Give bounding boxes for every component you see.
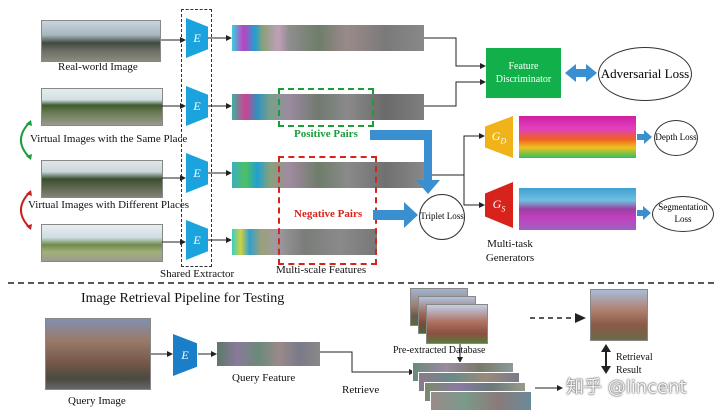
encoder-4-symbol: E <box>193 232 201 247</box>
database-label: Pre-extracted Database <box>393 345 486 356</box>
database-image-3 <box>426 304 488 344</box>
query-feature-strip <box>217 342 320 366</box>
query-image <box>45 318 151 390</box>
same-place-bracket <box>20 121 31 159</box>
multitask-generators-label: Multi-task Generators <box>485 238 535 264</box>
multiscale-features-label: Multi-scale Features <box>276 264 367 276</box>
watermark: 知乎 @lincent <box>566 377 687 398</box>
virtual-photo-3 <box>41 224 163 262</box>
shared-extractor-box <box>181 9 212 267</box>
feature-strip-3 <box>232 162 424 188</box>
query-feature-label: Query Feature <box>232 372 296 384</box>
encoder-3: E <box>186 153 208 193</box>
adversarial-loss-text: Adversarial Loss <box>600 65 690 81</box>
feature-discriminator-text: Feature Discriminator <box>495 60 552 86</box>
real-world-label: Real-world Image <box>58 61 138 73</box>
retrieval-result-image <box>590 289 648 341</box>
gd-symbol: GD <box>491 128 507 146</box>
segmentation-loss-text: Segmentation Loss <box>658 202 708 224</box>
database-feature-4 <box>430 391 532 411</box>
feature-strip-2 <box>232 94 424 120</box>
different-places-label: Virtual Images with Different Places <box>28 199 190 211</box>
real-world-photo <box>41 20 161 62</box>
positive-pairs-box <box>278 88 374 127</box>
encoder-1-symbol: E <box>193 30 201 45</box>
encoder-3-symbol: E <box>193 165 201 180</box>
gs-symbol: GS <box>492 196 506 214</box>
testing-title: Image Retrieval Pipeline for Testing <box>81 291 285 306</box>
encoder-2: E <box>186 86 208 126</box>
encoder-2-symbol: E <box>193 98 201 113</box>
virtual-photo-1 <box>41 88 163 126</box>
negative-pairs-label: Negative Pairs <box>294 208 363 220</box>
feature-strip-4 <box>232 229 377 255</box>
triplet-loss-text: Triplet Loss <box>420 211 464 222</box>
shared-extractor-label: Shared Extractor <box>160 268 235 280</box>
adversarial-loss: Adversarial Loss <box>598 47 692 101</box>
triplet-loss: Triplet Loss <box>419 194 465 240</box>
segmentation-loss: Segmentation Loss <box>652 196 714 232</box>
depth-loss-text: Depth Loss <box>655 132 697 143</box>
encoder-1: E <box>186 18 208 58</box>
encoder-4: E <box>186 220 208 260</box>
depth-loss: Depth Loss <box>654 120 698 156</box>
query-image-label: Query Image <box>68 395 126 407</box>
different-places-bracket <box>20 191 31 229</box>
retrieval-result-label: Retrieval Result <box>616 352 653 376</box>
positive-pairs-label: Positive Pairs <box>294 128 358 140</box>
query-encoder-symbol: E <box>181 347 189 362</box>
retrieve-label: Retrieve <box>342 384 380 396</box>
segmentation-map <box>519 188 636 230</box>
feature-discriminator: Feature Discriminator <box>486 48 561 98</box>
depth-map <box>519 116 636 158</box>
feature-strip-1 <box>232 25 424 51</box>
virtual-photo-2 <box>41 160 163 198</box>
same-place-label: Virtual Images with the Same Place <box>30 133 188 145</box>
